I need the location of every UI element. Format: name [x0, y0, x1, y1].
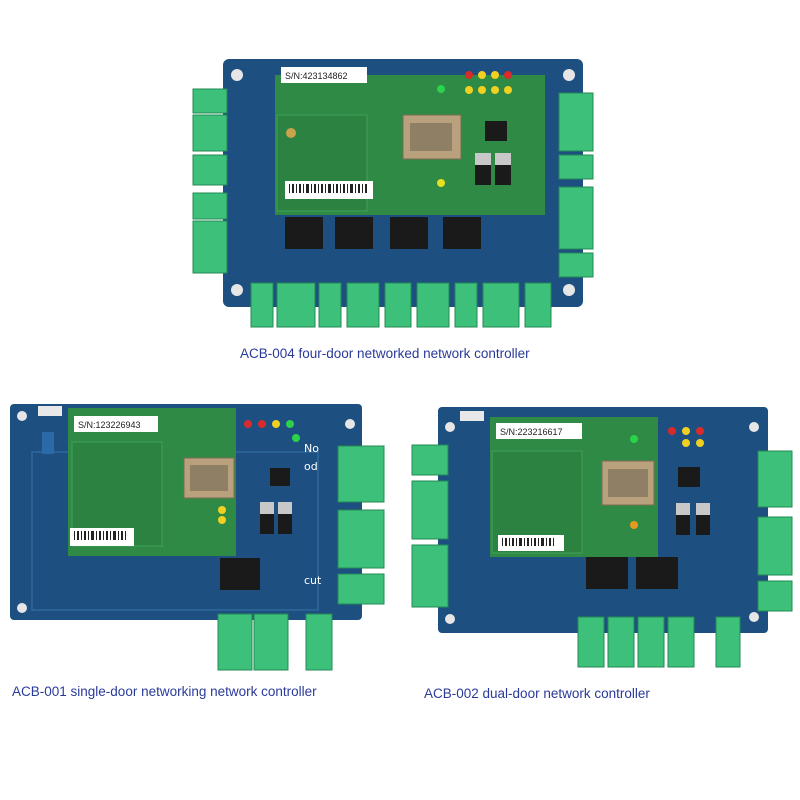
acb-001-silk-cut: cut: [304, 574, 322, 587]
acb-001-caption: ACB-001 single-door networking network c…: [12, 684, 317, 699]
acb-004-caption: ACB-004 four-door networked network cont…: [240, 346, 530, 361]
acb-001-silk-no: No: [304, 442, 319, 455]
acb-001-silk-od: od: [304, 460, 318, 473]
acb-002-serial-label: S/N:223216617: [500, 427, 563, 437]
acb-001-board-photo: No od cut S/N:123226943: [10, 404, 385, 671]
acb-002-board-photo: S/N:223216617: [411, 407, 793, 668]
acb-004-serial-label: S/N:423134862: [285, 71, 348, 81]
acb-002-caption: ACB-002 dual-door network controller: [424, 686, 650, 701]
acb-001-serial-label: S/N:123226943: [78, 420, 141, 430]
acb-004-board-photo: S/N:423134862: [192, 59, 594, 328]
